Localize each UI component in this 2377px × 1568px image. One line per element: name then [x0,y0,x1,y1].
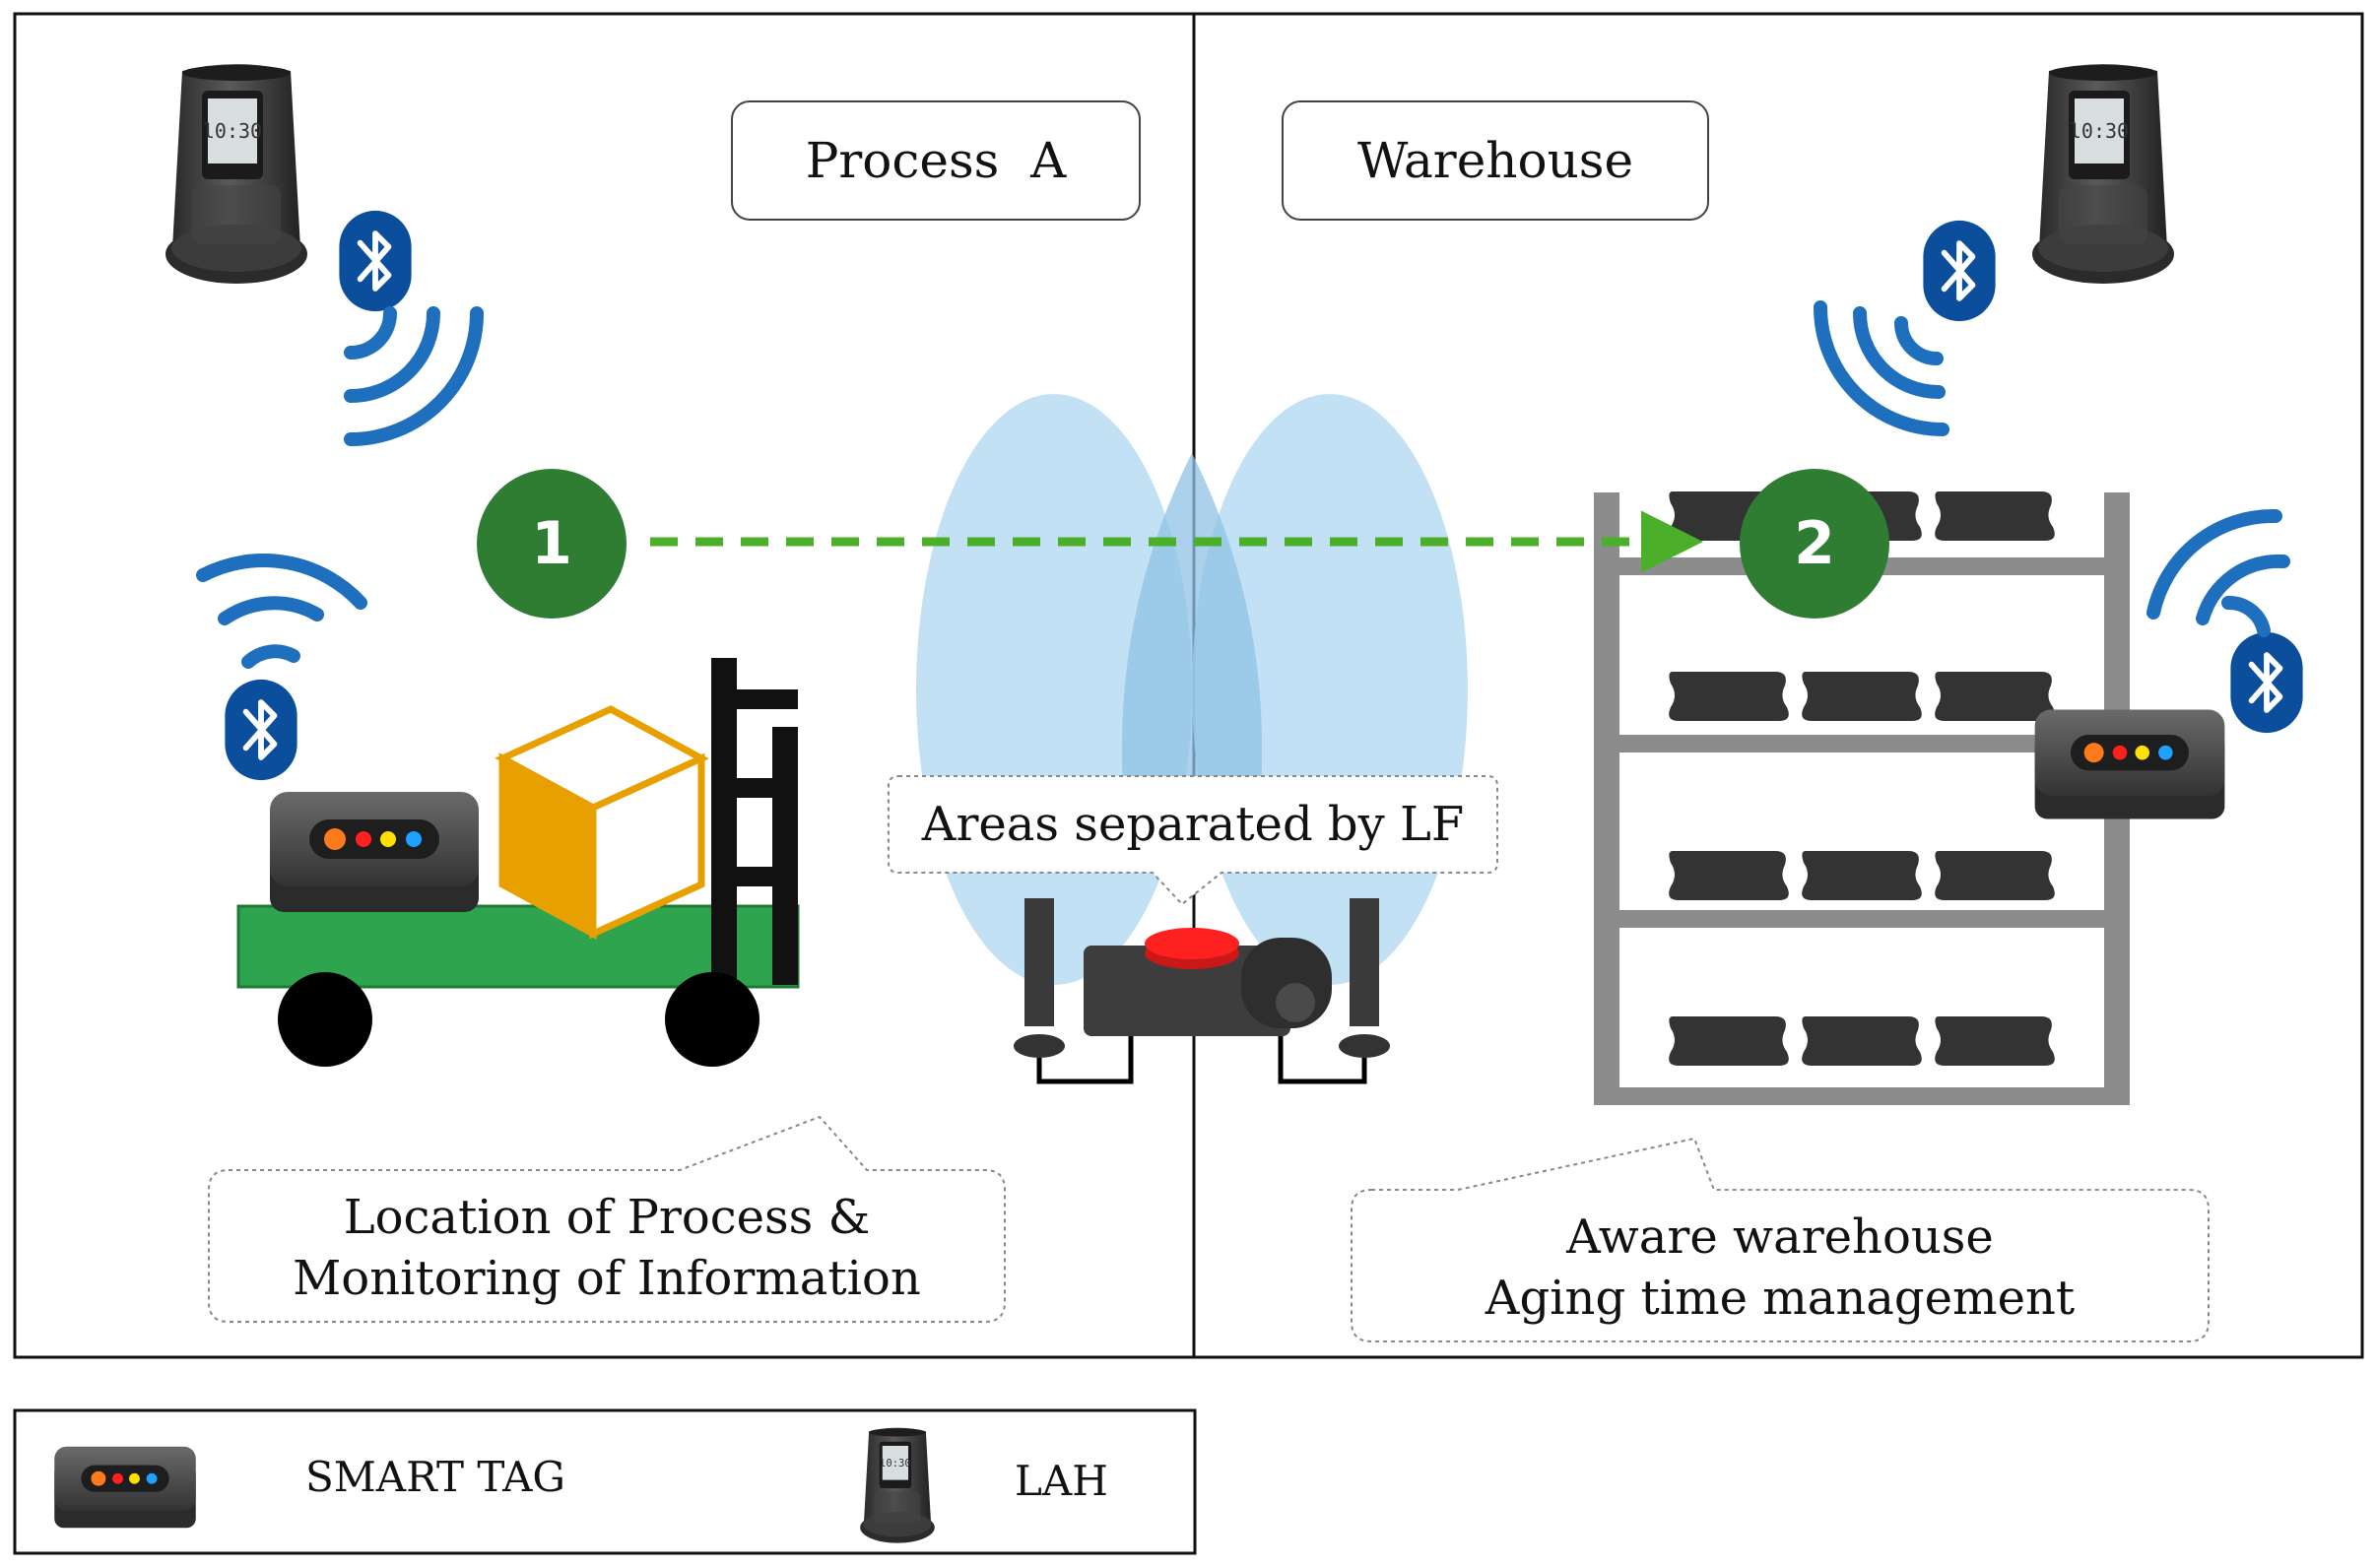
wifi-waves-icon-cart [196,553,367,669]
process-a-box [731,100,1141,221]
smart-tag-icon-shelf [2034,709,2225,819]
step-1-circle [477,469,627,619]
cart-illustration [236,658,800,1067]
right-callout-line-1: Aware warehouse [1566,1209,1994,1265]
step-2-circle [1740,469,1889,619]
warehouse-box [1282,100,1709,221]
lah-device-icon-left [165,64,307,284]
wifi-waves-icon-lah-left [344,306,484,446]
left-callout-box [208,1115,1006,1323]
lf-area-label: Areas separated by LF [921,797,1465,852]
wifi-waves-icon-shelf [2146,508,2290,637]
left-callout-line-1: Location of Process & [343,1190,871,1245]
left-callout-line-2: Monitoring of Information [293,1251,921,1306]
right-callout-line-2: Aging time management [1485,1271,2076,1326]
wifi-waves-icon-lah-right [1814,300,1949,436]
lah-device-icon-right [2032,64,2174,284]
legend-frame [13,1408,1197,1555]
step-1-number: 1 [531,509,572,578]
process-a-label: Process A [805,132,1067,189]
warehouse-label: Warehouse [1356,132,1634,189]
lf-antenna-illustration [1014,898,1390,1084]
main-frame [13,12,2364,1359]
legend-lah-icon [860,1427,935,1543]
right-callout-box [1351,1137,2210,1342]
smart-tag-icon-cart [270,792,479,912]
right-callout-text: Aware warehouse Aging time management [1352,1194,2209,1341]
legend-lah-label: LAH [1015,1456,1108,1505]
legend-smart-tag-icon [54,1446,196,1529]
bluetooth-icon-shelf [2230,632,2302,733]
lf-label-callout [888,775,1498,906]
legend-smart-tag-label: SMART TAG [305,1452,565,1501]
step-2-number: 2 [1794,509,1835,578]
bluetooth-icon-lah-right [1923,221,1995,321]
shelf-illustration [1594,492,2130,1105]
bluetooth-icon-cart [225,680,297,780]
left-callout-text: Location of Process & Monitoring of Info… [209,1174,1005,1322]
bluetooth-icon-lah-left [339,211,411,311]
